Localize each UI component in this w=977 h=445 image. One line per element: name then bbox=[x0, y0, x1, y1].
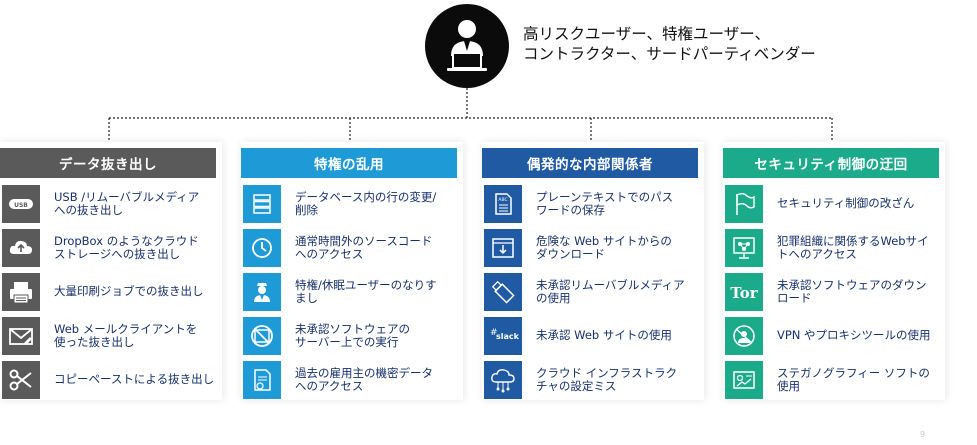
column-accidental-insider: 偶発的な内部関係者 ABC プレーンテキストでのパスワードの保存 危険な Web… bbox=[482, 142, 704, 400]
steganography-icon bbox=[725, 361, 763, 399]
svg-text:slack: slack bbox=[496, 332, 520, 341]
item-label: 未承認 Web サイトの使用 bbox=[536, 328, 672, 343]
list-item: 未承認リムーバブルメディアの使用 bbox=[482, 273, 704, 313]
item-label: プレーンテキストでのパスワードの保存 bbox=[536, 189, 674, 217]
list-item: Tor 未承認ソフトウェアのダウンロード bbox=[723, 273, 945, 313]
item-label: 過去の雇用主の機密データへのアクセス bbox=[295, 365, 433, 393]
column-data-exfiltration: データ抜き出し USB USB /リムーバブルメディアへの抜き出し DropBo… bbox=[0, 142, 222, 400]
svg-text:ABC: ABC bbox=[498, 197, 507, 203]
item-label: 大量印刷ジョブでの抜き出し bbox=[54, 284, 204, 299]
column-header: セキュリティ制御の迂回 bbox=[723, 148, 939, 178]
download-window-icon bbox=[484, 229, 522, 267]
list-item: 未承認ソフトウェアのサーバー上での実行 bbox=[241, 317, 463, 357]
item-label: 通常時間外のソースコードへのアクセス bbox=[295, 233, 433, 261]
printer-icon bbox=[2, 273, 40, 311]
svg-text:#: # bbox=[490, 328, 498, 338]
svg-text:USB: USB bbox=[14, 202, 28, 209]
no-software-icon bbox=[243, 317, 281, 355]
scissors-icon bbox=[2, 361, 40, 399]
list-item: コピーペーストによる抜き出し bbox=[0, 361, 222, 401]
list-item: 過去の雇用主の機密データへのアクセス bbox=[241, 361, 463, 401]
list-item: データベース内の行の変更/削除 bbox=[241, 185, 463, 225]
hub-caption-line2: コントラクター、サードパーティベンダー bbox=[523, 45, 816, 63]
item-label: USB /リムーバブルメディアへの抜き出し bbox=[54, 189, 200, 217]
item-label: セキュリティ制御の改ざん bbox=[777, 196, 915, 211]
item-label: コピーペーストによる抜き出し bbox=[54, 372, 215, 387]
column-header: 特権の乱用 bbox=[241, 148, 457, 178]
database-icon bbox=[243, 185, 281, 223]
item-label: Web メールクライアントを使った抜き出し bbox=[54, 321, 198, 349]
list-item: #slack 未承認 Web サイトの使用 bbox=[482, 317, 704, 357]
vpn-proxy-icon bbox=[725, 317, 763, 355]
item-label: 犯罪組織に関係するWebサイトへのアクセス bbox=[777, 233, 929, 261]
cloud-network-icon bbox=[484, 361, 522, 399]
list-item: Web メールクライアントを使った抜き出し bbox=[0, 317, 222, 357]
crime-network-icon bbox=[725, 229, 763, 267]
cloud-upload-icon bbox=[2, 229, 40, 267]
tor-icon: Tor bbox=[725, 273, 763, 311]
page-number: 9 bbox=[920, 430, 926, 439]
list-item: 通常時間外のソースコードへのアクセス bbox=[241, 229, 463, 269]
item-label: DropBox のようなクラウドストレージへの抜き出し bbox=[54, 233, 199, 261]
list-item: 犯罪組織に関係するWebサイトへのアクセス bbox=[723, 229, 945, 269]
item-label: 未承認リムーバブルメディアの使用 bbox=[536, 277, 685, 305]
item-label: 未承認ソフトウェアのサーバー上での実行 bbox=[295, 321, 410, 349]
clock-icon bbox=[243, 229, 281, 267]
svg-text:Tor: Tor bbox=[730, 284, 758, 302]
document-icon bbox=[243, 361, 281, 399]
hub-user-icon bbox=[425, 4, 509, 88]
list-item: VPN やプロキシツールの使用 bbox=[723, 317, 945, 357]
item-label: データベース内の行の変更/削除 bbox=[295, 189, 437, 217]
usb-stick-icon bbox=[484, 273, 522, 311]
item-label: クラウド インフラストラクチャの設定ミス bbox=[536, 365, 678, 393]
list-item: 大量印刷ジョブでの抜き出し bbox=[0, 273, 222, 313]
mail-icon bbox=[2, 317, 40, 355]
item-label: 危険な Web サイトからのダウンロード bbox=[536, 233, 672, 261]
column-header: 偶発的な内部関係者 bbox=[482, 148, 698, 178]
usb-icon: USB bbox=[2, 185, 40, 223]
item-label: 特権/休眠ユーザーのなりすまし bbox=[295, 277, 437, 305]
list-item: クラウド インフラストラクチャの設定ミス bbox=[482, 361, 704, 401]
list-item: ABC プレーンテキストでのパスワードの保存 bbox=[482, 185, 704, 225]
user-badge-icon bbox=[243, 273, 281, 311]
list-item: 特権/休眠ユーザーのなりすまし bbox=[241, 273, 463, 313]
item-label: 未承認ソフトウェアのダウンロード bbox=[777, 277, 927, 305]
text-file-icon: ABC bbox=[484, 185, 522, 223]
list-item: USB USB /リムーバブルメディアへの抜き出し bbox=[0, 185, 222, 225]
list-item: セキュリティ制御の改ざん bbox=[723, 185, 945, 225]
column-privilege-misuse: 特権の乱用 データベース内の行の変更/削除 通常時間外のソースコードへのアクセス… bbox=[241, 142, 463, 400]
list-item: DropBox のようなクラウドストレージへの抜き出し bbox=[0, 229, 222, 269]
column-header: データ抜き出し bbox=[0, 148, 216, 178]
flag-icon bbox=[725, 185, 763, 223]
hub-caption: 高リスクユーザー、特権ユーザー、 コントラクター、サードパーティベンダー bbox=[523, 24, 816, 64]
list-item: 危険な Web サイトからのダウンロード bbox=[482, 229, 704, 269]
column-security-bypass: セキュリティ制御の迂回 セキュリティ制御の改ざん 犯罪組織に関係するWebサイト… bbox=[723, 142, 945, 400]
list-item: ステガノグラフィー ソフトの使用 bbox=[723, 361, 945, 401]
slack-icon: #slack bbox=[484, 317, 522, 355]
item-label: ステガノグラフィー ソフトの使用 bbox=[777, 365, 930, 393]
hub-caption-line1: 高リスクユーザー、特権ユーザー、 bbox=[523, 25, 771, 43]
item-label: VPN やプロキシツールの使用 bbox=[777, 328, 931, 343]
